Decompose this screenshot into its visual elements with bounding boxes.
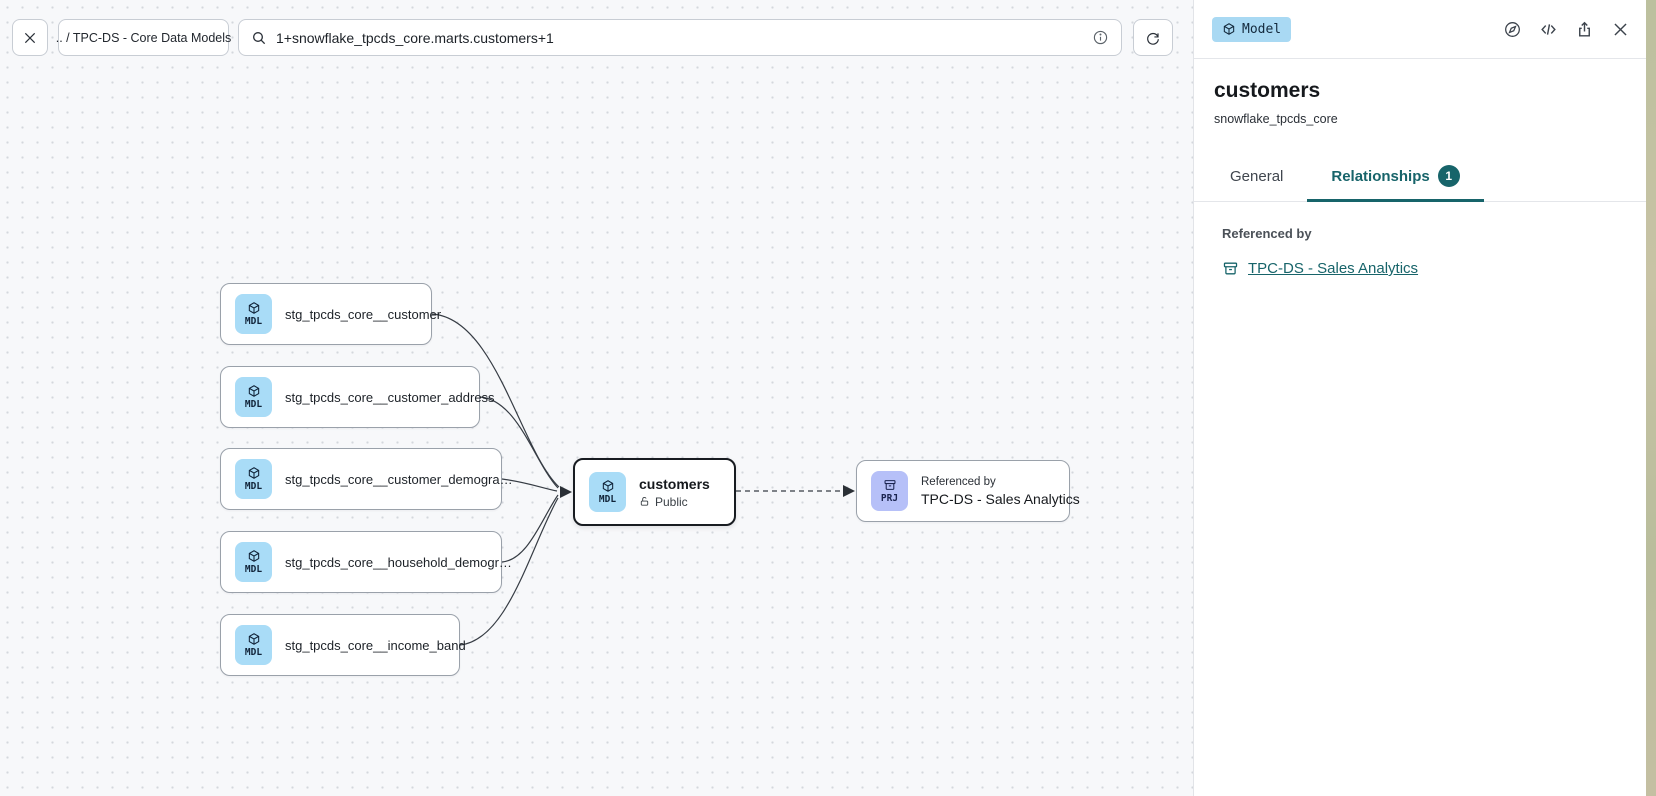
section-label: Referenced by — [1222, 226, 1312, 241]
unlock-icon — [640, 496, 649, 506]
breadcrumb-label: .. / TPC-DS - Core Data Models — [55, 30, 232, 45]
lineage-node-stg-customer[interactable]: MDL stg_tpcds_core__customer — [220, 283, 441, 345]
referenced-by-section: Referenced by TPC-DS - Sales Analytics — [1194, 202, 1646, 301]
cube-icon — [1223, 23, 1235, 35]
refresh-button[interactable] — [1133, 19, 1173, 56]
tab-label: Relationships — [1331, 167, 1430, 185]
lineage-node-stg-household-demographics[interactable]: MDL stg_tpcds_core__household_demogr… — [220, 531, 512, 593]
tab-general[interactable]: General — [1206, 152, 1307, 201]
node-label: stg_tpcds_core__customer — [285, 306, 442, 322]
chip-label: PRJ — [880, 493, 899, 505]
relationships-count-badge: 1 — [1437, 165, 1460, 187]
cube-icon — [248, 467, 259, 480]
lineage-search-bar — [238, 19, 1122, 56]
model-type-chip: MDL — [589, 472, 626, 512]
model-type-chip: MDL — [235, 542, 272, 582]
node-label: TPC-DS - Sales Analytics — [921, 490, 1080, 507]
page-title: customers — [1214, 79, 1321, 102]
archive-box-icon — [884, 480, 895, 491]
arrowhead-into-customers — [560, 486, 572, 498]
reference-row: TPC-DS - Sales Analytics — [1222, 260, 1618, 277]
desktop-wallpaper-sliver — [1646, 0, 1656, 796]
node-label: stg_tpcds_core__customer_address — [285, 389, 495, 405]
search-input[interactable] — [276, 29, 1083, 46]
info-icon[interactable] — [1092, 29, 1109, 46]
panel-header-actions — [1503, 20, 1630, 39]
chip-label: MDL — [244, 647, 263, 659]
project-type-chip: PRJ — [871, 471, 908, 511]
breadcrumb[interactable]: .. / TPC-DS - Core Data Models — [55, 19, 232, 56]
visibility-label: Public — [655, 494, 688, 509]
resource-type-badge: Model — [1212, 16, 1292, 42]
archive-box-icon — [1223, 262, 1238, 275]
refresh-icon — [1147, 32, 1159, 45]
node-label: stg_tpcds_core__customer_demogra… — [285, 471, 513, 487]
lineage-node-stg-customer-address[interactable]: MDL stg_tpcds_core__customer_address — [220, 366, 495, 428]
chip-label: MDL — [244, 481, 263, 493]
tab-relationships[interactable]: Relationships 1 — [1307, 152, 1485, 202]
lineage-canvas[interactable]: MDL stg_tpcds_core__customer MDL stg_tpc… — [0, 0, 1193, 796]
lineage-edges — [431, 313, 855, 646]
code-icon[interactable] — [1539, 20, 1558, 39]
cube-icon — [248, 302, 259, 315]
panel-tabs: General Relationships 1 — [1194, 152, 1646, 202]
cube-icon — [248, 633, 259, 646]
chip-label: MDL — [244, 316, 263, 328]
search-icon — [253, 31, 266, 44]
share-export-icon[interactable] — [1575, 20, 1594, 39]
model-type-chip: MDL — [235, 625, 272, 665]
explore-compass-icon[interactable] — [1503, 20, 1522, 39]
node-kicker: Referenced by — [921, 475, 996, 488]
resource-type-label: Model — [1242, 21, 1282, 37]
project-link[interactable]: TPC-DS - Sales Analytics — [1248, 260, 1419, 277]
node-label: stg_tpcds_core__income_band — [285, 637, 466, 653]
close-lineage-button[interactable] — [12, 19, 48, 56]
lineage-node-customers-selected[interactable]: MDL customers Public — [573, 458, 736, 526]
details-panel: Model customers snowflake_tpcds_core Gen… — [1193, 0, 1646, 796]
node-title: customers — [639, 475, 710, 492]
model-type-chip: MDL — [235, 459, 272, 499]
model-type-chip: MDL — [235, 377, 272, 417]
cube-icon — [248, 385, 259, 398]
arrowhead-into-project — [843, 485, 855, 497]
cube-icon — [602, 480, 613, 493]
chip-label: MDL — [244, 564, 263, 576]
node-label: stg_tpcds_core__household_demogr… — [285, 554, 512, 570]
panel-header: Model — [1194, 0, 1646, 59]
node-visibility: Public — [639, 495, 710, 509]
tab-label: General — [1230, 167, 1284, 185]
cube-icon — [248, 550, 259, 563]
lineage-node-referencing-project[interactable]: PRJ Referenced by TPC-DS - Sales Analyti… — [856, 460, 1080, 522]
model-type-chip: MDL — [235, 294, 272, 334]
chip-label: MDL — [598, 494, 617, 506]
package-name: snowflake_tpcds_core — [1214, 112, 1338, 126]
lineage-node-stg-income-band[interactable]: MDL stg_tpcds_core__income_band — [220, 614, 466, 676]
panel-title-block: customers snowflake_tpcds_core — [1194, 59, 1646, 126]
chip-label: MDL — [244, 399, 263, 411]
close-panel-icon[interactable] — [1611, 20, 1630, 39]
close-icon — [24, 32, 36, 43]
lineage-node-stg-customer-demographics[interactable]: MDL stg_tpcds_core__customer_demogra… — [220, 448, 513, 510]
